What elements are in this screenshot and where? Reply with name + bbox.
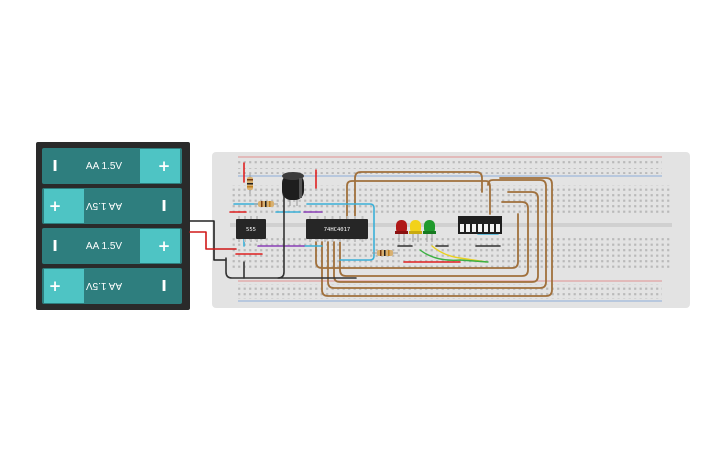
- battery-cell[interactable]: I + AA 1.5V: [42, 228, 182, 264]
- battery-cap: [140, 149, 180, 183]
- resistor-icon[interactable]: [372, 250, 398, 256]
- power-rail-bottom-1: [238, 284, 662, 290]
- dip-switch-key[interactable]: [484, 218, 488, 232]
- chip-pin: [331, 216, 334, 219]
- dip-switch-toggle[interactable]: [472, 218, 476, 224]
- counter-chip-label: 74HC4017: [324, 227, 351, 233]
- chip-pin: [346, 239, 349, 242]
- capacitor-icon[interactable]: [282, 172, 304, 206]
- chip-pin: [324, 216, 326, 219]
- dip-switch-toggle[interactable]: [490, 218, 494, 224]
- chip-pin: [339, 216, 341, 219]
- plus-icon: +: [49, 197, 62, 215]
- green-wire[interactable]: [419, 249, 489, 263]
- dip-switch-toggle[interactable]: [496, 218, 500, 224]
- timer-chip[interactable]: 555: [236, 216, 266, 242]
- chip-pin: [354, 239, 356, 242]
- led-icon[interactable]: [409, 220, 422, 242]
- wires[interactable]: [189, 162, 553, 297]
- purple-wire-group[interactable]: [257, 211, 323, 247]
- dip-switch-key[interactable]: [478, 218, 482, 232]
- black-wire-group[interactable]: [225, 189, 501, 279]
- chip-pin: [339, 239, 341, 242]
- components[interactable]: 555 74HC4017: [236, 172, 502, 256]
- resistor-icon[interactable]: [254, 201, 278, 207]
- minus-icon: I: [52, 157, 58, 175]
- plus-icon: +: [49, 277, 62, 295]
- counter-chip[interactable]: 74HC4017: [306, 216, 368, 242]
- dip-switch-key[interactable]: [460, 218, 464, 232]
- chip-pin: [361, 239, 364, 242]
- yellow-wire[interactable]: [431, 245, 487, 263]
- brown-wire-6: [339, 201, 529, 277]
- chip-pin: [316, 216, 319, 219]
- timer-chip-label: 555: [246, 227, 256, 233]
- dip-switch-toggle[interactable]: [466, 218, 470, 224]
- blue-wire-4: [306, 203, 375, 261]
- dip-switch-key[interactable]: [490, 218, 494, 232]
- dip-switch-toggle[interactable]: [460, 218, 464, 224]
- chip-pin: [316, 239, 319, 242]
- plus-icon: +: [158, 157, 171, 175]
- battery-cap: [44, 269, 84, 303]
- brown-wire-5: [333, 191, 539, 283]
- chip-pin: [361, 216, 364, 219]
- battery-lead-black[interactable]: [189, 220, 227, 261]
- black-wire-3: [277, 189, 285, 279]
- battery-cell[interactable]: + I AA 1.5V: [42, 268, 182, 304]
- dip-switch-icon[interactable]: [458, 216, 502, 234]
- brown-wire-2: [346, 180, 491, 239]
- red-wire-group[interactable]: [229, 162, 461, 263]
- minus-icon: I: [52, 237, 58, 255]
- battery-cell[interactable]: I + AA 1.5V: [42, 148, 182, 184]
- chip-pin: [354, 216, 356, 219]
- battery-cap: [44, 189, 84, 223]
- brown-wire-7: [315, 213, 519, 269]
- chip-pin: [346, 216, 349, 219]
- battery-cell-label: AA 1.5V: [86, 241, 122, 252]
- led-icon[interactable]: [395, 220, 408, 242]
- battery-cap: [140, 229, 180, 263]
- brown-wire-4: [321, 177, 553, 297]
- minus-icon: I: [161, 197, 167, 215]
- led-icon[interactable]: [423, 220, 436, 242]
- battery-cell-label: AA 1.5V: [86, 280, 122, 291]
- dip-switch-key[interactable]: [466, 218, 470, 232]
- power-rail-top-1: [238, 159, 662, 165]
- battery-lead-red[interactable]: [189, 231, 237, 250]
- chip-pin: [324, 239, 326, 242]
- resistor-icon[interactable]: [247, 174, 253, 194]
- brown-wire-1: [354, 171, 483, 239]
- chip-pin: [331, 239, 334, 242]
- black-wire-1: [225, 257, 357, 279]
- battery-cell[interactable]: + I AA 1.5V: [42, 188, 182, 224]
- chip-pin: [309, 239, 311, 242]
- battery-cell-label: AA 1.5V: [86, 200, 122, 211]
- power-rail-top-2: [238, 168, 662, 174]
- minus-icon: I: [161, 277, 167, 295]
- breadboard[interactable]: [212, 152, 690, 308]
- battery-pack[interactable]: I + AA 1.5V + I AA 1.5V I + AA 1.5V + I AA 1.5V: [36, 142, 190, 310]
- brown-wire-group[interactable]: [315, 171, 553, 297]
- plus-icon: +: [158, 237, 171, 255]
- dip-switch-toggle[interactable]: [484, 218, 488, 224]
- dip-switch-toggle[interactable]: [478, 218, 482, 224]
- battery-cell-label: AA 1.5V: [86, 161, 122, 172]
- terminal-strip-bottom: [230, 235, 672, 268]
- dip-switch-key[interactable]: [472, 218, 476, 232]
- chip-pin: [309, 216, 311, 219]
- brown-wire-3: [327, 179, 547, 289]
- dip-switch-key[interactable]: [496, 218, 500, 232]
